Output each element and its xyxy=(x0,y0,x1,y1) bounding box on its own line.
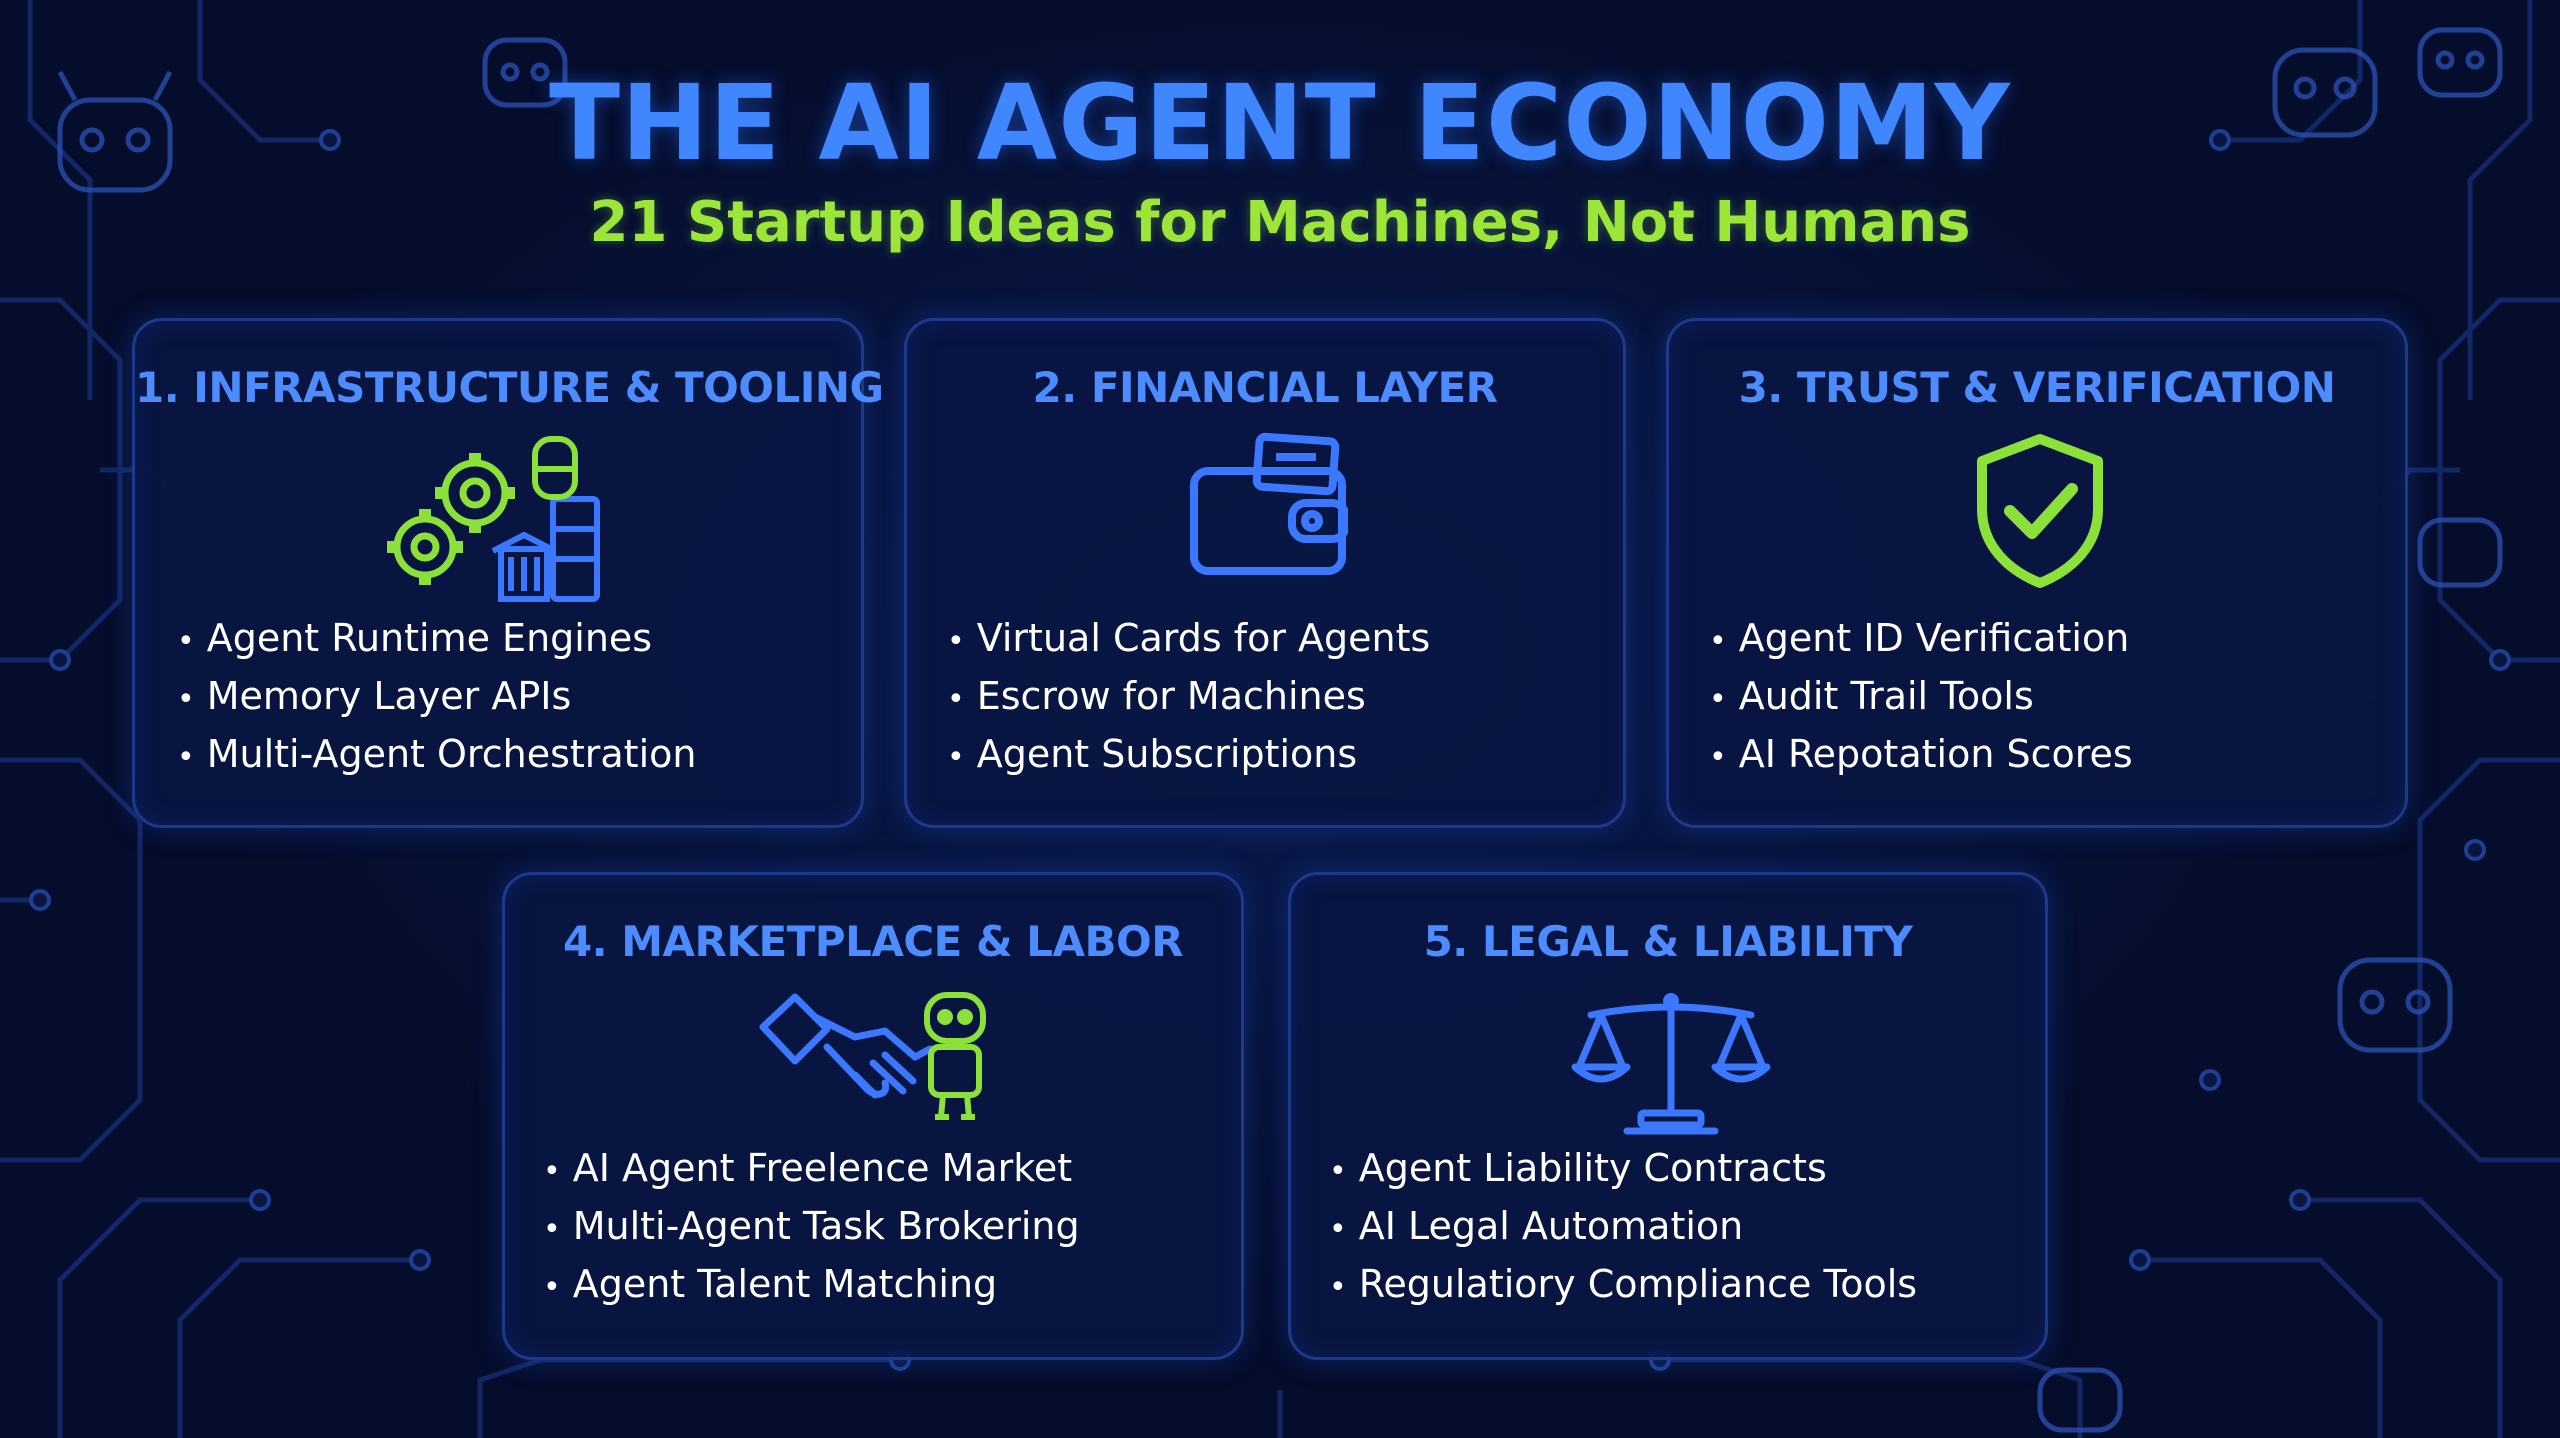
list-item: •Agent ID Verification xyxy=(1709,616,2130,660)
card-title: 2. FINANCIAL LAYER xyxy=(1032,363,1498,412)
list-item: •Virtual Cards for Agents xyxy=(947,616,1431,660)
page-title: THE AI AGENT ECONOMY xyxy=(549,62,2011,184)
list-item: •Audit Trail Tools xyxy=(1709,674,2034,718)
list-item: •Multi-Agent Orchestration xyxy=(177,732,697,776)
shield-check-icon xyxy=(1977,434,2103,588)
list-item: •Agent Liability Contracts xyxy=(1329,1146,1827,1190)
idea-list: •Agent Runtime Engines •Memory Layer API… xyxy=(177,609,696,783)
handshake-robot-icon xyxy=(759,992,986,1120)
idea-list: •AI Agent Freelence Market •Multi-Agent … xyxy=(543,1139,1080,1313)
scales-icon xyxy=(1571,993,1771,1135)
list-item: •Agent Runtime Engines xyxy=(177,616,653,660)
idea-list: •Agent Liability Contracts •AI Legal Aut… xyxy=(1329,1139,1917,1313)
idea-list: •Virtual Cards for Agents •Escrow for Ma… xyxy=(947,609,1430,783)
card-title: 1. INFRASTRUCTURE & TOOLING xyxy=(135,363,884,412)
card-title: 4. MARKETPLACE & LABOR xyxy=(562,917,1184,966)
list-item: •Agent Talent Matching xyxy=(543,1262,998,1306)
gears-server-icon xyxy=(387,436,600,602)
list-item: •Regulatiory Compliance Tools xyxy=(1329,1262,1918,1306)
card-marketplace-labor: 4. MARKETPLACE & LABOR •AI Agent Freelen… xyxy=(502,872,1244,1360)
list-item: •Memory Layer APIs xyxy=(177,674,572,718)
card-title: 5. LEGAL & LIABILITY xyxy=(1423,917,1913,966)
card-infrastructure-tooling: 1. INFRASTRUCTURE & TOOLING xyxy=(132,318,884,828)
card-legal-liability: 5. LEGAL & LIABILITY •Agent Liability Co… xyxy=(1288,872,2048,1360)
wallet-icon xyxy=(1190,432,1348,575)
list-item: •AI Repotation Scores xyxy=(1709,732,2133,776)
list-item: •AI Legal Automation xyxy=(1329,1204,1744,1248)
card-title: 3. TRUST & VERIFICATION xyxy=(1738,363,2336,412)
list-item: •Escrow for Machines xyxy=(947,674,1366,718)
list-item: •Agent Subscriptions xyxy=(947,732,1358,776)
list-item: •AI Agent Freelence Market xyxy=(543,1146,1073,1190)
page-subtitle: 21 Startup Ideas for Machines, Not Human… xyxy=(589,190,1971,255)
idea-list: •Agent ID Verification •Audit Trail Tool… xyxy=(1709,609,2133,783)
card-financial-layer: 2. FINANCIAL LAYER •Virtual Cards for Ag… xyxy=(904,318,1626,828)
list-item: •Multi-Agent Task Brokering xyxy=(543,1204,1080,1248)
card-trust-verification: 3. TRUST & VERIFICATION •Agent ID Verifi… xyxy=(1666,318,2408,828)
